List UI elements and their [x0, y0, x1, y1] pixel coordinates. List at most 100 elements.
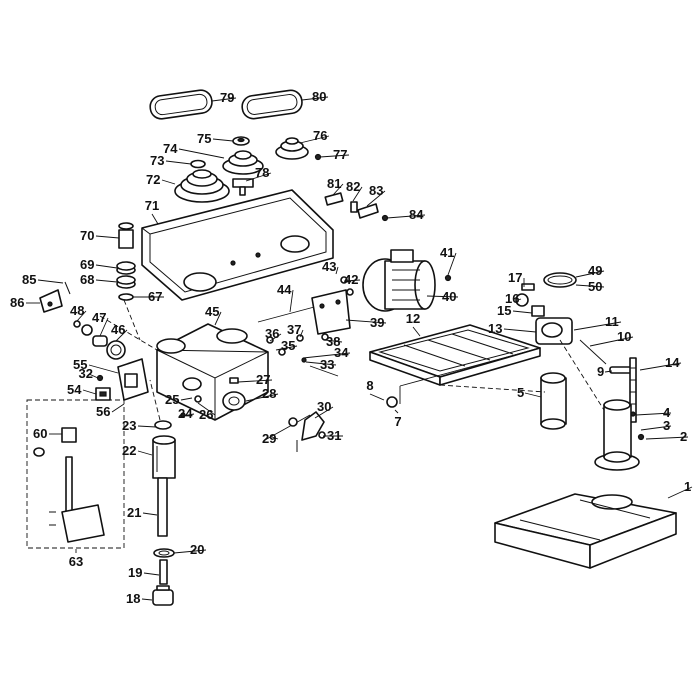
spring-46 [106, 340, 126, 360]
leader-line-40 [426, 295, 459, 298]
callout-label-2: 2 [680, 429, 687, 444]
callout-label-22: 22 [122, 443, 136, 458]
callout-label-8: 8 [366, 378, 373, 393]
chuck-18 [152, 585, 174, 606]
leader-line-13 [503, 328, 537, 333]
sleeve-70 [118, 222, 134, 249]
callout-label-55: 55 [73, 357, 87, 372]
leader-line-21 [142, 512, 158, 516]
callout-label-81: 81 [327, 176, 341, 191]
bolt-27 [229, 377, 239, 384]
callout-label-82: 82 [346, 179, 360, 194]
base-1 [494, 493, 677, 569]
callout-label-15: 15 [497, 303, 511, 318]
callout-label-39: 39 [370, 315, 384, 330]
leader-line-41 [447, 252, 457, 276]
callout-label-37: 37 [287, 322, 301, 337]
callout-label-16: 16 [505, 291, 519, 306]
leader-line-76 [299, 135, 330, 144]
table-arm-13 [399, 347, 541, 404]
callout-label-31: 31 [327, 428, 341, 443]
leader-line-35 [275, 345, 298, 351]
leader-line-38 [324, 339, 343, 343]
worm-shaft-17 [521, 283, 535, 291]
pulley-76 [275, 137, 309, 160]
bearing-69 [116, 261, 136, 275]
pinion-26 [194, 395, 202, 403]
leader-line-26 [197, 402, 216, 416]
callout-label-67: 67 [148, 289, 162, 304]
leader-line-20 [173, 549, 207, 554]
leader-line-78 [245, 172, 272, 182]
callout-label-44: 44 [277, 282, 292, 297]
leader-line-32 [88, 373, 99, 379]
callout-label-74: 74 [163, 141, 178, 156]
leader-line-45 [214, 311, 222, 326]
callout-label-24: 24 [178, 406, 193, 421]
leader-line-77 [319, 154, 350, 158]
table-bracket-11 [535, 317, 573, 345]
callout-label-69: 69 [80, 257, 94, 272]
callout-label-45: 45 [205, 304, 219, 319]
switch-bracket-86 [39, 289, 63, 313]
spindle-21 [157, 477, 168, 537]
key-73 [190, 159, 206, 169]
arbor-19 [159, 559, 168, 585]
callout-label-3: 3 [663, 418, 670, 433]
callout-label-25: 25 [165, 392, 179, 407]
callout-label-50: 50 [588, 279, 602, 294]
leader-line-15 [512, 310, 533, 314]
leader-line-11 [573, 321, 622, 331]
callout-label-18: 18 [126, 591, 140, 606]
feed-hub-30 [301, 411, 325, 441]
callout-label-1: 1 [684, 479, 691, 494]
callout-label-4: 4 [663, 405, 671, 420]
leader-line-19 [143, 572, 160, 576]
callout-label-30: 30 [317, 399, 331, 414]
spring-cover-28 [222, 391, 246, 411]
leader-line-5 [524, 392, 542, 398]
belt-guard-71 [141, 189, 334, 301]
callout-label-48: 48 [70, 303, 84, 318]
leader-line-18 [141, 598, 153, 601]
callout-label-56: 56 [96, 404, 110, 419]
leader-line-81 [332, 183, 344, 196]
callout-label-29: 29 [262, 431, 276, 446]
callout-label-23: 23 [122, 418, 136, 433]
hardware-35-38 [266, 333, 339, 377]
leader-line-85 [37, 279, 64, 284]
callout-label-43: 43 [322, 259, 336, 274]
leader-line-12 [412, 326, 421, 337]
gear-16 [515, 293, 529, 307]
callout-label-75: 75 [197, 131, 211, 146]
leader-line-4 [635, 412, 672, 416]
callout-label-70: 70 [80, 228, 94, 243]
callout-label-28: 28 [262, 386, 276, 401]
callout-label-9: 9 [597, 364, 604, 379]
bearing-68 [116, 275, 136, 289]
leader-line-55 [88, 364, 119, 374]
leader-line-8 [369, 393, 385, 401]
shaft-44 [257, 305, 319, 323]
leader-line-73 [165, 160, 192, 165]
leader-line-36 [269, 333, 282, 342]
light-kit-63-frame [26, 399, 125, 549]
nut-75 [232, 136, 250, 146]
callout-label-38: 38 [326, 334, 340, 349]
leader-line-28 [245, 393, 279, 402]
pulley-74 [222, 150, 264, 175]
screw-32 [96, 374, 104, 382]
spindle-pulley-78 [232, 178, 254, 196]
leader-line-83 [366, 190, 386, 207]
callout-label-19: 19 [128, 565, 142, 580]
belt-79 [149, 89, 213, 120]
leader-line-44 [289, 289, 294, 313]
rack-14 [629, 357, 637, 423]
callout-label-63: 63 [69, 554, 83, 569]
callout-label-33: 33 [320, 357, 334, 372]
callout-label-26: 26 [199, 407, 213, 422]
callout-label-73: 73 [150, 153, 164, 168]
leader-line-39 [345, 319, 387, 324]
leader-line-54 [82, 389, 97, 395]
handle-31 [296, 431, 326, 452]
